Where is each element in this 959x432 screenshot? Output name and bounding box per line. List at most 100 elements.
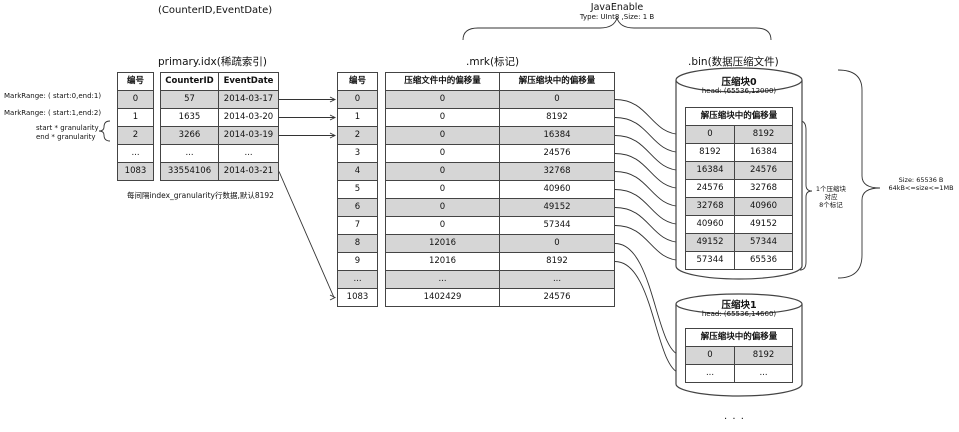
- mrk-gap-cell: [377, 90, 386, 109]
- mrk-cell-compressed-offset: 12016: [385, 252, 500, 271]
- primary-cell-counterid: 1635: [160, 108, 219, 127]
- mrk-to-block0-arrow: [614, 135, 683, 171]
- block1-cell-start: 0: [685, 346, 735, 365]
- arrow-head: [329, 132, 337, 139]
- mrk-cell-decompressed-offset: 0: [499, 90, 615, 109]
- mrk-cell-id: 9: [337, 252, 378, 271]
- mark-range-brace: [98, 120, 111, 142]
- primary-to-mrk-arrow: [278, 171, 335, 298]
- mrk-gap-cell: [377, 180, 386, 199]
- mrk-header-id: 编号: [337, 72, 378, 91]
- mark-range-start: start * granularity: [36, 124, 99, 132]
- mrk-cell-compressed-offset: ...: [385, 270, 500, 289]
- mrk-cell-decompressed-offset: 8192: [499, 252, 615, 271]
- mark-range-0: MarkRange: ( start:0,end:1): [4, 92, 102, 100]
- mrk-to-block0-arrow: [614, 207, 683, 243]
- more-blocks-ellipsis: · · ·: [724, 414, 745, 425]
- bin-title: .bin(数据压缩文件): [688, 56, 779, 68]
- block0-cell-end: 16384: [733, 143, 794, 162]
- mrk-cell-compressed-offset: 0: [385, 180, 500, 199]
- primary-cell-eventdate: 2014-03-20: [218, 108, 279, 127]
- block1-title: 压缩块1: [721, 300, 757, 311]
- mrk-cell-decompressed-offset: 16384: [499, 126, 615, 145]
- primary-cell-id: 1: [117, 108, 154, 127]
- block0-cell-end: 24576: [733, 161, 794, 180]
- mrk-to-block0-arrow: [614, 117, 683, 153]
- mrk-to-block0-arrow: [614, 153, 683, 189]
- granularity-note: 每间隔index_granularity行数据,默认8192: [127, 191, 274, 200]
- mrk-cell-compressed-offset: 1402429: [385, 288, 500, 307]
- block0-cell-end: 40960: [733, 197, 794, 216]
- mrk-to-block0-arrow: [614, 99, 683, 135]
- block0-title: 压缩块0: [721, 77, 757, 88]
- mrk-cell-id: 4: [337, 162, 378, 181]
- mrk-cell-decompressed-offset: 40960: [499, 180, 615, 199]
- marks-note-line1: 1个压缩块: [815, 185, 847, 193]
- mrk-row: .........: [337, 270, 615, 289]
- arrow-head: [329, 96, 337, 103]
- marks-brace: [799, 120, 813, 271]
- mrk-cell-compressed-offset: 0: [385, 126, 500, 145]
- mrk-cell-compressed-offset: 0: [385, 198, 500, 217]
- mrk-gap: [377, 72, 386, 91]
- mrk-cell-id: 8: [337, 234, 378, 253]
- arrow-head: [329, 294, 337, 301]
- block1-cell-start: ...: [685, 364, 735, 383]
- java-enable-title: JavaEnable: [590, 2, 644, 13]
- block0-cell-start: 8192: [685, 143, 735, 162]
- primary-cell-eventdate: 2014-03-21: [218, 162, 279, 181]
- primary-index-title: primary.idx(稀疏索引): [158, 56, 267, 68]
- mrk-cell-id: ...: [337, 270, 378, 289]
- primary-gap: [153, 72, 161, 91]
- primary-gap-cell: [153, 108, 161, 127]
- block0-cell-end: 49152: [733, 215, 794, 234]
- mrk-to-block0-arrow: [614, 189, 683, 225]
- primary-gap-cell: [153, 162, 161, 181]
- size-note-line1: Size: 65536 B: [898, 176, 944, 184]
- mrk-gap-cell: [377, 270, 386, 289]
- mrk-cell-decompressed-offset: 8192: [499, 108, 615, 127]
- block1-table-title: 解压缩块中的偏移量: [684, 328, 794, 347]
- block-size-note: Size: 65536 B 64kB<=size<=1MB: [884, 176, 958, 192]
- block0-cell-start: 32768: [685, 197, 735, 216]
- mrk-cell-id: 7: [337, 216, 378, 235]
- mrk-to-block0-arrow: [614, 225, 683, 261]
- mrk-gap-cell: [377, 234, 386, 253]
- mrk-cell-compressed-offset: 0: [385, 90, 500, 109]
- block0-cell-start: 49152: [685, 233, 735, 252]
- mrk-title: .mrk(标记): [466, 56, 520, 68]
- block0-cell-end: 65536: [733, 251, 794, 270]
- primary-cell-counterid: 33554106: [160, 162, 219, 181]
- mrk-cell-compressed-offset: 0: [385, 162, 500, 181]
- mrk-cell-id: 1: [337, 108, 378, 127]
- java-enable-brace: [462, 16, 772, 41]
- block0-cell-start: 0: [685, 125, 735, 144]
- mrk-gap-cell: [377, 126, 386, 145]
- primary-gap-cell: [153, 126, 161, 145]
- mrk-cell-decompressed-offset: 24576: [499, 144, 615, 163]
- primary-cell-id: ...: [117, 144, 154, 163]
- mrk-cell-decompressed-offset: 32768: [499, 162, 615, 181]
- java-enable-subtitle: Type: UInt8 ,Size: 1 B: [579, 13, 655, 21]
- mrk-to-block1-arrow: [614, 261, 683, 374]
- block1-row: ......: [685, 364, 794, 383]
- mrk-cell-compressed-offset: 12016: [385, 234, 500, 253]
- primary-gap-cell: [153, 144, 161, 163]
- primary-cell-counterid: ...: [160, 144, 219, 163]
- marks-per-block-note: 1个压缩块 对应 8个标记: [808, 185, 854, 209]
- block0-cell-start: 40960: [685, 215, 735, 234]
- marks-note-line2: 对应: [824, 193, 838, 201]
